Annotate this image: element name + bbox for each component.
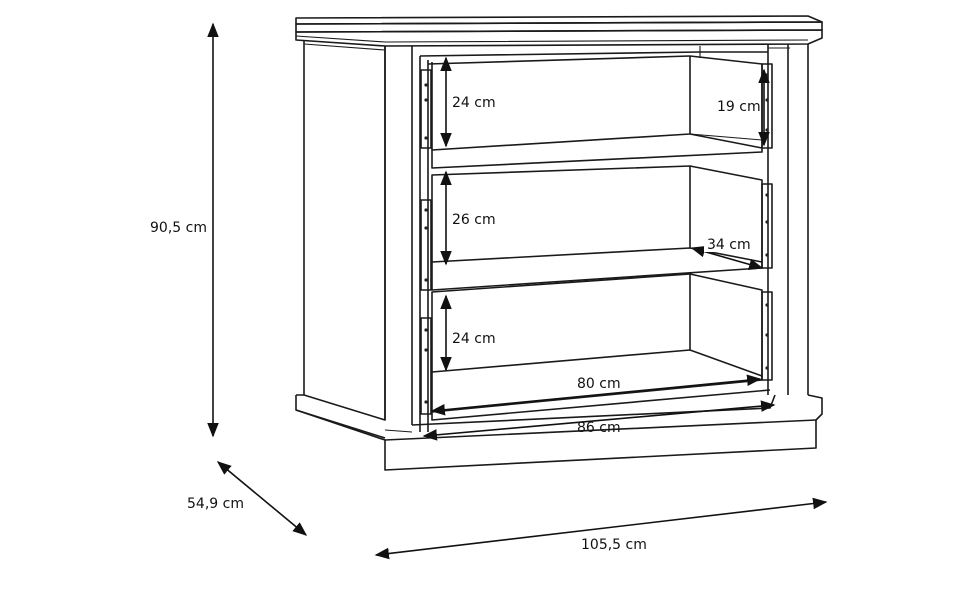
- dimension-lines: [207, 22, 828, 560]
- middle-inner-depth-arrow: [690, 246, 764, 270]
- drawer-bottom-height-label: 24 cm: [452, 331, 496, 347]
- opening-width-label: 86 cm: [577, 420, 621, 436]
- depth-label: 54,9 cm: [187, 496, 244, 512]
- middle-inner-depth-label: 34 cm: [707, 237, 751, 253]
- height-label: 90,5 cm: [150, 220, 207, 236]
- inner-width-label: 80 cm: [577, 376, 621, 392]
- drawer-bottom: [420, 273, 773, 421]
- top-inner-depth-label: 19 cm: [717, 99, 761, 115]
- drawer-middle: [420, 165, 773, 291]
- drawer-middle-height-label: 26 cm: [452, 212, 496, 228]
- drawer-top-height-label: 24 cm: [452, 95, 496, 111]
- depth-arrow: [216, 461, 308, 536]
- width-label: 105,5 cm: [581, 537, 647, 553]
- dimension-labels: 90,5 cm 54,9 cm 105,5 cm 24 cm 26 cm 24 …: [150, 95, 761, 553]
- opening-width-arrow: [422, 400, 776, 441]
- width-arrow: [374, 497, 828, 560]
